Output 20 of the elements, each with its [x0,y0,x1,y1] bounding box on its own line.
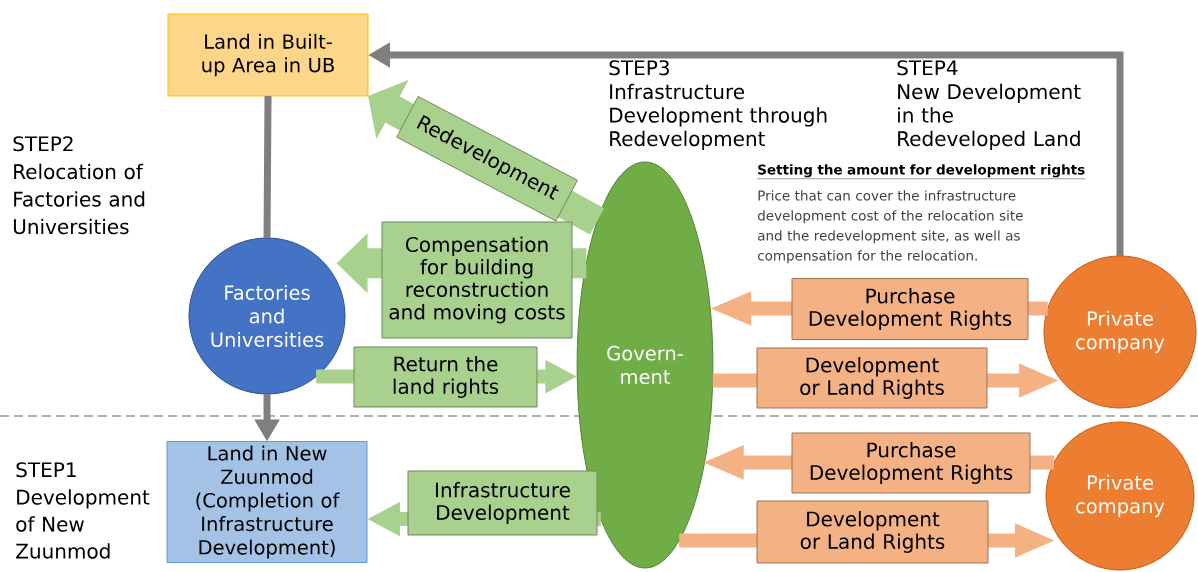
step-number: STEP2 [13,136,73,152]
area-box: Land in New Zuunmod (Completion of Infrastructure Development) [166,441,368,563]
edge-label: Development or Land Rights [756,347,988,409]
step-heading: Relocation of Factories and Universities [13,163,145,235]
step-heading: Infrastructure Development through Redevelopment [610,83,827,151]
edge-label: Development or Land Rights [756,500,989,564]
connector-line [263,95,272,239]
note-heading: Setting the amount for development rights [757,164,1086,179]
edge-label: Purchase Development Rights [791,432,1031,494]
note-text: Price that can cover the infrastructure development cost of the relocation site and the redevelopment site, as well as compensation for the relocation. [757,190,1023,264]
ellipse-node: Govern- ment [576,161,714,569]
edge-label: Purchase Development Rights [791,278,1029,340]
step-number: STEP3 [609,60,669,76]
edge-label: Compensation for building reconstruction and moving costs [381,221,573,339]
step-number: STEP1 [16,462,76,478]
step-heading: New Development in the Redeveloped Land [898,83,1081,151]
area-box: Land in Built-up Area in UB [167,13,369,97]
edge-label: Return the land rights [353,346,538,408]
edge-label: Infrastructure Development [407,470,598,536]
step-number: STEP4 [897,60,958,76]
